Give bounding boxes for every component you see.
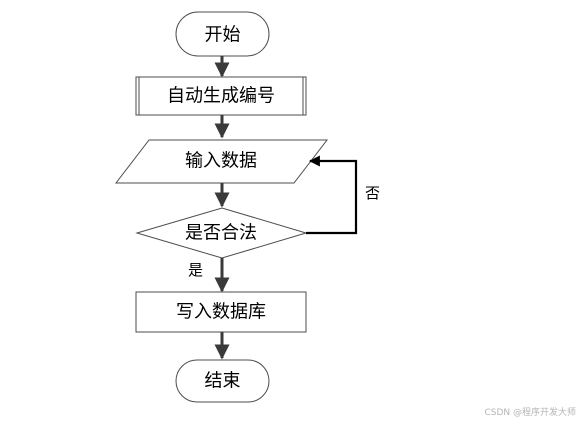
decision-label: 是否合法: [185, 223, 257, 244]
input-data-node: 输入数据: [114, 139, 329, 184]
start-node-label: 开始: [205, 25, 241, 46]
generate-id-node: 自动生成编号: [135, 76, 307, 116]
input-data-shape: [114, 139, 329, 184]
yes-branch-label: 是: [188, 261, 203, 279]
generate-id-shape: [135, 76, 307, 116]
write-db-shape: [135, 291, 307, 333]
generate-id-label: 自动生成编号: [167, 86, 275, 107]
start-node: 开始: [175, 11, 270, 57]
no-branch-label: 否: [365, 184, 380, 202]
input-data-label: 输入数据: [185, 151, 257, 172]
end-node: 结束: [175, 359, 270, 403]
decision-node: 是否合法: [135, 207, 308, 259]
write-db-label: 写入数据库: [176, 302, 266, 323]
watermark-text: CSDN @程序开发大师: [484, 408, 576, 418]
arrow-no-loop: [306, 155, 358, 235]
write-db-node: 写入数据库: [135, 291, 307, 333]
end-node-label: 结束: [205, 371, 241, 392]
end-node-shape: [175, 359, 270, 403]
